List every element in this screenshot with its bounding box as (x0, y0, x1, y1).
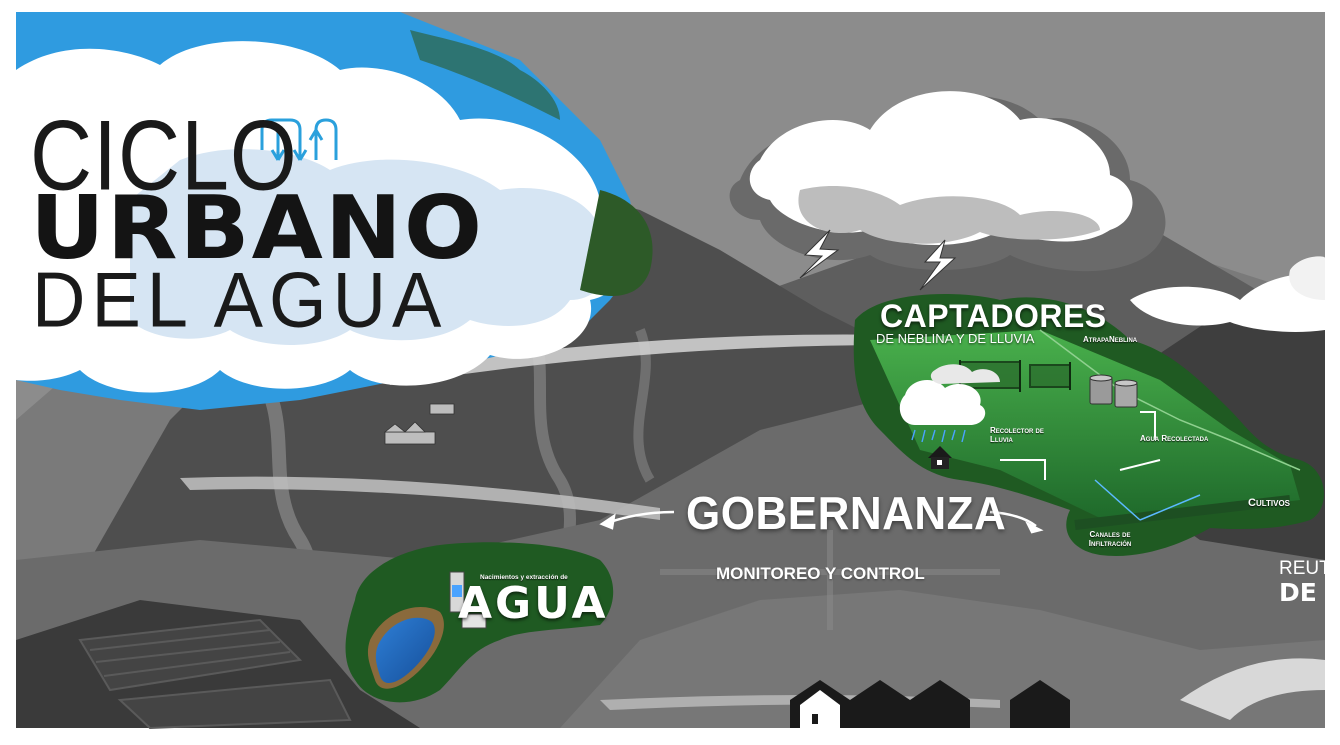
house-icon (790, 680, 1070, 728)
arrow-icon (1094, 479, 1201, 521)
recolector-label: Recolector de Lluvia (990, 426, 1044, 444)
title-ciclo: CICLO (30, 101, 298, 212)
pipes (1000, 411, 1161, 480)
agua-recolectada-label: Agua Recolectada (1140, 434, 1209, 443)
nacimientos-caption: Nacimientos y extracción de (480, 574, 568, 581)
farm-fields (78, 618, 352, 730)
gobernanza-heading: GOBERNANZA (686, 488, 1007, 540)
captadores-heading: CAPTADORES (880, 298, 1107, 334)
village (383, 403, 455, 445)
reuso-line2: DE (1279, 578, 1317, 607)
title-urbano: URBANO (30, 177, 485, 279)
house-icon (928, 446, 952, 469)
rain-cloud-icon (899, 364, 1000, 443)
title-cloud (16, 12, 640, 410)
monitoreo-crosshair (660, 530, 1000, 630)
monitoreo-label: MONITOREO Y CONTROL (716, 564, 925, 583)
gobernanza-arrows (599, 510, 1044, 534)
canales-label: Canales de Infiltración (1088, 530, 1132, 548)
atrapaneblina-label: AtrapaNeblina (1083, 335, 1138, 344)
title-del-agua: DEL AGUA (32, 256, 448, 344)
water-tank-icon (1089, 374, 1138, 408)
reuso-line1: REUT (1279, 558, 1331, 579)
fog-net-icon (959, 360, 1071, 392)
storm-clouds (729, 91, 1325, 333)
lightning-icon (799, 229, 957, 291)
dark-forest (410, 30, 653, 296)
cultivos-label: Cultivos (1248, 497, 1291, 509)
water-cycle-arrows-icon (260, 118, 338, 161)
agua-heading: AGUA (458, 578, 609, 629)
captadores-subheading: DE NEBLINA Y DE LLUVIA (876, 331, 1035, 346)
pump-icon (449, 571, 487, 629)
